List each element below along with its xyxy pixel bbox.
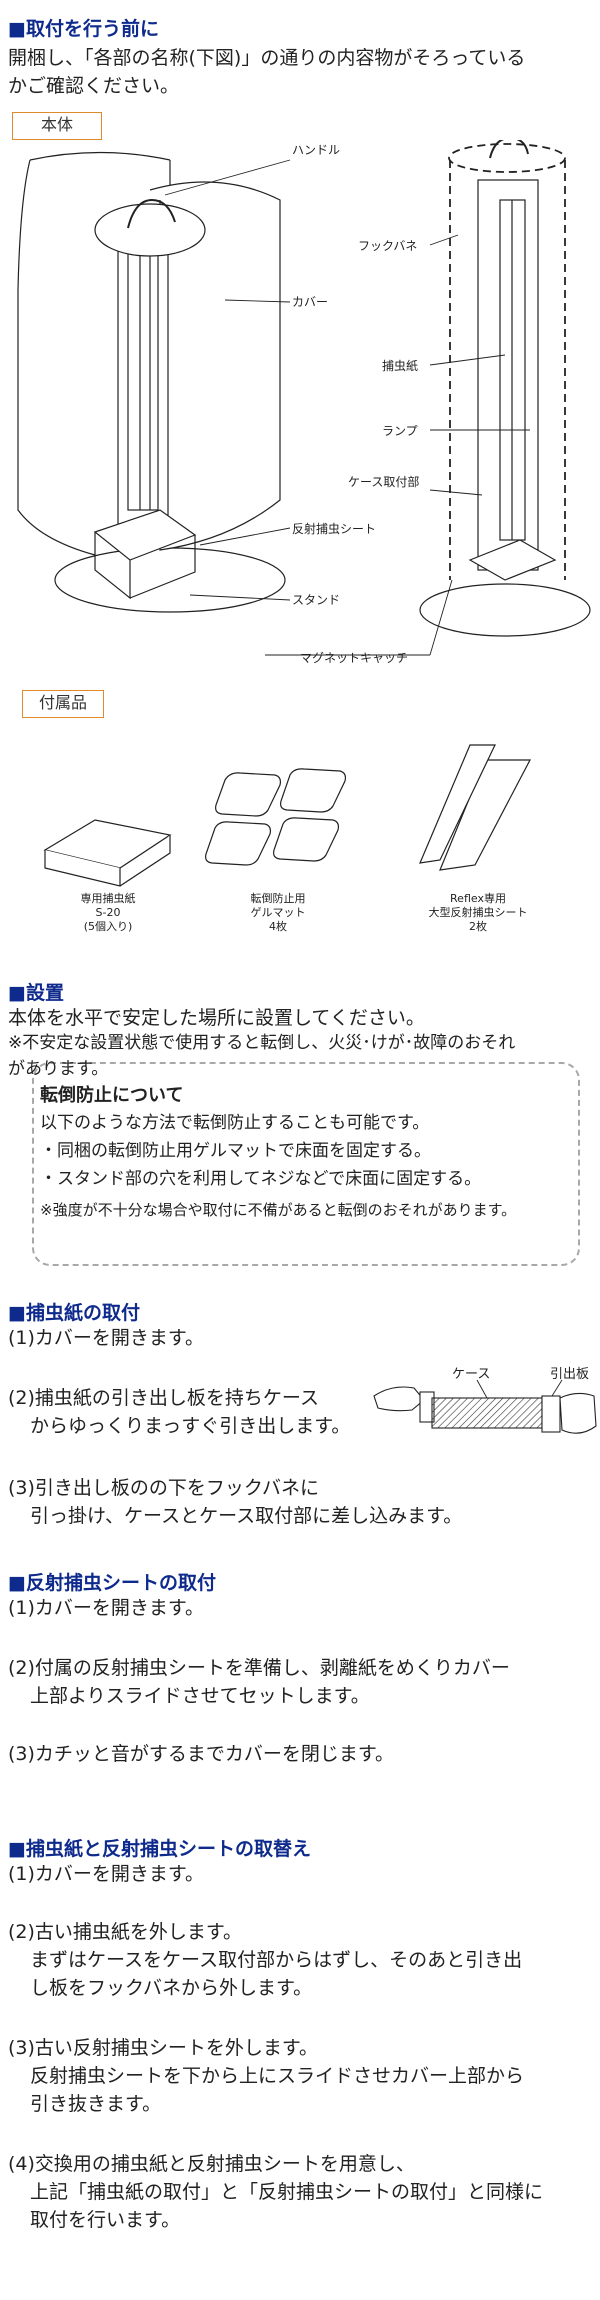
body-tag: 本体 xyxy=(12,112,102,140)
paper-step-1: (1)カバーを開きます。 xyxy=(8,1327,205,1349)
insect-paper-case xyxy=(431,1397,543,1429)
replace-step-2b: まずはケースをケース取付部からはずし、そのあと引き出 xyxy=(30,1949,523,1971)
hand-right xyxy=(559,1392,597,1434)
gel-mat-4 xyxy=(273,817,340,862)
intro-heading: ■取付を行う前に xyxy=(8,18,159,40)
sheet-step-3: (3)カチッと音がするまでカバーを閉じます。 xyxy=(8,1743,395,1765)
paper-pull-figure: ケース 引出板 xyxy=(373,1367,597,1434)
replace-step-3b: 反射捕虫シートを下から上にスライドさせカバー上部から xyxy=(30,2065,525,2087)
handle-lid xyxy=(94,203,206,257)
replace-step-2c: し板をフックバネから外します。 xyxy=(30,1977,313,1999)
label-magnet-catch: マグネットキャッチ xyxy=(300,651,408,665)
hand-left xyxy=(373,1386,425,1412)
sheet-step-1: (1)カバーを開きます。 xyxy=(8,1597,205,1619)
gel-mat-1 xyxy=(215,772,282,817)
acc-3-line3: 2枚 xyxy=(469,919,487,933)
replace-heading: ■捕虫紙と反射捕虫シートの取替え xyxy=(8,1838,311,1860)
label-reflect-sheet: 反射捕虫シート xyxy=(292,521,376,536)
sheet-install-heading: ■反射捕虫シートの取付 xyxy=(8,1572,216,1594)
label-stand: スタンド xyxy=(292,593,340,607)
replace-step-3a: (3)古い反射捕虫シートを外します。 xyxy=(8,2037,319,2059)
acc-3-line2: 大型反射捕虫シート xyxy=(429,905,528,919)
label-handle: ハンドル xyxy=(292,143,340,157)
replace-step-2a: (2)古い捕虫紙を外します。 xyxy=(8,1921,243,1943)
paper-step-2b: からゆっくりまっすぐ引き出します。 xyxy=(30,1415,351,1437)
label-cover: カバー xyxy=(292,295,328,309)
acc-3-line1: Reflex専用 xyxy=(450,892,506,905)
intro-line-1: 開梱し、「各部の名称(下図)」の通りの内容物がそろっている xyxy=(8,47,526,69)
stand-right xyxy=(419,583,591,637)
sheet-step-2a: (2)付属の反射捕虫シートを準備し、剥離紙をめくりカバー xyxy=(8,1657,510,1679)
tip-line-1: 以下のような方法で転倒防止することも可能です。 xyxy=(40,1113,430,1133)
label-lamp: ランプ xyxy=(382,424,418,438)
tip-box xyxy=(32,1062,580,1266)
replace-step-4b: 上記「捕虫紙の取付」と「反射捕虫シートの取付」と同様に xyxy=(30,2181,544,2203)
tip-line-3: ・スタンド部の穴を利用してネジなどで床面に固定する。 xyxy=(40,1169,482,1189)
fig-label-case: ケース xyxy=(452,1367,490,1382)
tip-title: 転倒防止について xyxy=(40,1085,184,1106)
label-hook-spring: フックバネ xyxy=(358,239,417,253)
label-case-mount: ケース取付部 xyxy=(348,474,419,489)
stand-left xyxy=(54,547,286,613)
accessories-diagram: 専用捕虫紙 S-20 (5個入り) 転倒防止用 ゲルマット 4枚 Reflex専… xyxy=(43,744,531,933)
paper-install-heading: ■捕虫紙の取付 xyxy=(8,1302,140,1324)
cover-left xyxy=(17,159,96,556)
body-diagram: ハンドル カバー フックバネ 捕虫紙 ランプ ケース取付部 反射捕虫シート スタ… xyxy=(17,140,591,665)
sheet-step-2b: 上部よりスライドさせてセットします。 xyxy=(30,1685,370,1707)
replace-step-3c: 引き抜きます。 xyxy=(30,2093,162,2115)
acc-1-line3: (5個入り) xyxy=(84,920,133,933)
paper-step-3b: 引っ掛け、ケースとケース取付部に差し込みます。 xyxy=(30,1505,463,1527)
replace-step-4c: 取付を行います。 xyxy=(30,2209,181,2231)
replace-step-1: (1)カバーを開きます。 xyxy=(8,1863,205,1885)
accessories-tag: 付属品 xyxy=(22,690,104,718)
fig-label-board: 引出板 xyxy=(550,1367,589,1382)
install-line-1: 本体を水平で安定した場所に設置してください。 xyxy=(8,1007,425,1029)
acc-2-line3: 4枚 xyxy=(269,919,287,933)
acc-1-line2: S-20 xyxy=(96,906,121,919)
intro-line-2: かご確認ください。 xyxy=(8,75,180,97)
paper-step-2a: (2)捕虫紙の引き出し板を持ちケース xyxy=(8,1387,319,1409)
paper-step-3a: (3)引き出し板のの下をフックバネに xyxy=(8,1477,319,1499)
acc-1-line1: 専用捕虫紙 xyxy=(81,891,136,905)
gel-mat-3 xyxy=(205,821,272,866)
acc-2-line2: ゲルマット xyxy=(251,906,306,919)
cover-right-half xyxy=(149,181,281,551)
reflect-sheet-back xyxy=(439,759,531,871)
gel-mat-2 xyxy=(280,768,347,813)
install-line-3: があります。 xyxy=(8,1059,109,1079)
replace-step-4a: (4)交換用の捕虫紙と反射捕虫シートを用意し、 xyxy=(8,2153,415,2175)
tip-line-2: ・同梱の転倒防止用ゲルマットで床面を固定する。 xyxy=(40,1141,431,1161)
label-insect-paper: 捕虫紙 xyxy=(382,358,418,373)
install-heading: ■設置 xyxy=(8,982,64,1004)
acc-2-line1: 転倒防止用 xyxy=(251,891,306,905)
install-line-2: ※不安定な設置状態で使用すると転倒し、火災･けが･故障のおそれ xyxy=(8,1033,516,1053)
reflect-sheet-front xyxy=(419,744,496,864)
tip-line-4: ※強度が不十分な場合や取付に不備があると転倒のおそれがあります。 xyxy=(40,1201,517,1219)
